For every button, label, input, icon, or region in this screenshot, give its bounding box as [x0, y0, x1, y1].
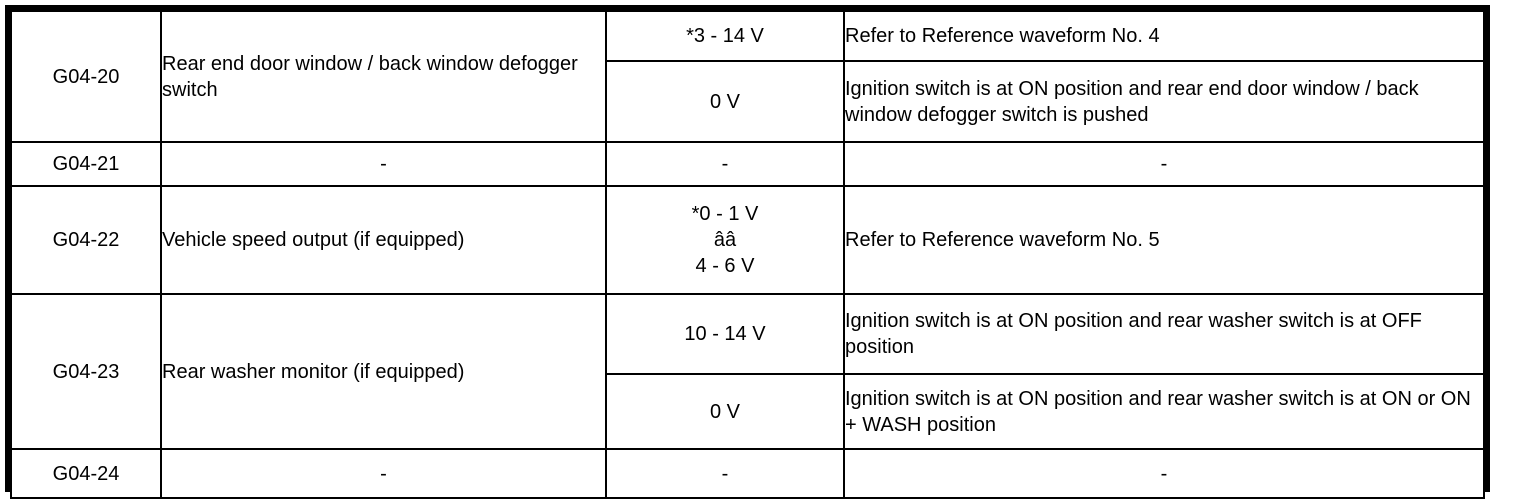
pin-item-name: Rear end door window / back window defog… [160, 10, 607, 143]
pin-terminal-number: G04-21 [10, 141, 162, 187]
voltage-line: 4 - 6 V [695, 255, 755, 277]
pin-item-name: - [160, 448, 607, 499]
pin-voltage-value: 10 - 14 V [605, 293, 845, 375]
pin-condition-text: Ignition switch is at ON position and re… [843, 60, 1485, 143]
pin-condition-text: Refer to Reference waveform No. 4 [843, 10, 1485, 62]
pin-voltage-table: G04-20 Rear end door window / back windo… [10, 10, 1485, 499]
pin-terminal-number: G04-24 [10, 448, 162, 499]
pin-item-name: - [160, 141, 607, 187]
pin-voltage-table-container: G04-20 Rear end door window / back windo… [5, 5, 1490, 499]
voltage-line: *0 - 1 V [691, 203, 759, 225]
pin-voltage-value: 0 V [605, 373, 845, 450]
pin-condition-text: Ignition switch is at ON position and re… [843, 293, 1485, 375]
pin-condition-text: - [843, 448, 1485, 499]
table-row: G04-21 - - - [10, 141, 1485, 187]
pin-item-name: Rear washer monitor (if equipped) [160, 293, 607, 450]
table-row: G04-23 Rear washer monitor (if equipped)… [10, 293, 1485, 450]
table-row: 0 V Ignition switch is at ON position an… [11, 373, 1485, 450]
table-row: G04-22 Vehicle speed output (if equipped… [10, 185, 1485, 295]
pin-voltage-value: - [605, 141, 845, 187]
pin-condition-text: Refer to Reference waveform No. 5 [843, 185, 1485, 295]
pin-condition-text: Ignition switch is at ON position and re… [843, 373, 1485, 450]
voltage-line-stack: *0 - 1 V ââ 4 - 6 V [607, 201, 843, 279]
pin-terminal-number: G04-20 [10, 10, 162, 143]
pin-terminal-number: G04-23 [10, 293, 162, 450]
pin-voltage-value: *0 - 1 V ââ 4 - 6 V [605, 185, 845, 295]
pin-item-name: Vehicle speed output (if equipped) [160, 185, 607, 295]
table-row: G04-20 Rear end door window / back windo… [10, 10, 1485, 143]
pin-voltage-value: 0 V [605, 60, 845, 143]
voltage-line: ââ [713, 229, 737, 251]
pin-condition-text: - [843, 141, 1485, 187]
table-row: G04-24 - - - [10, 448, 1485, 499]
pin-voltage-value: - [605, 448, 845, 499]
pin-terminal-number: G04-22 [10, 185, 162, 295]
table-row: 0 V Ignition switch is at ON position an… [11, 60, 1485, 143]
pin-voltage-value: *3 - 14 V [605, 10, 845, 62]
